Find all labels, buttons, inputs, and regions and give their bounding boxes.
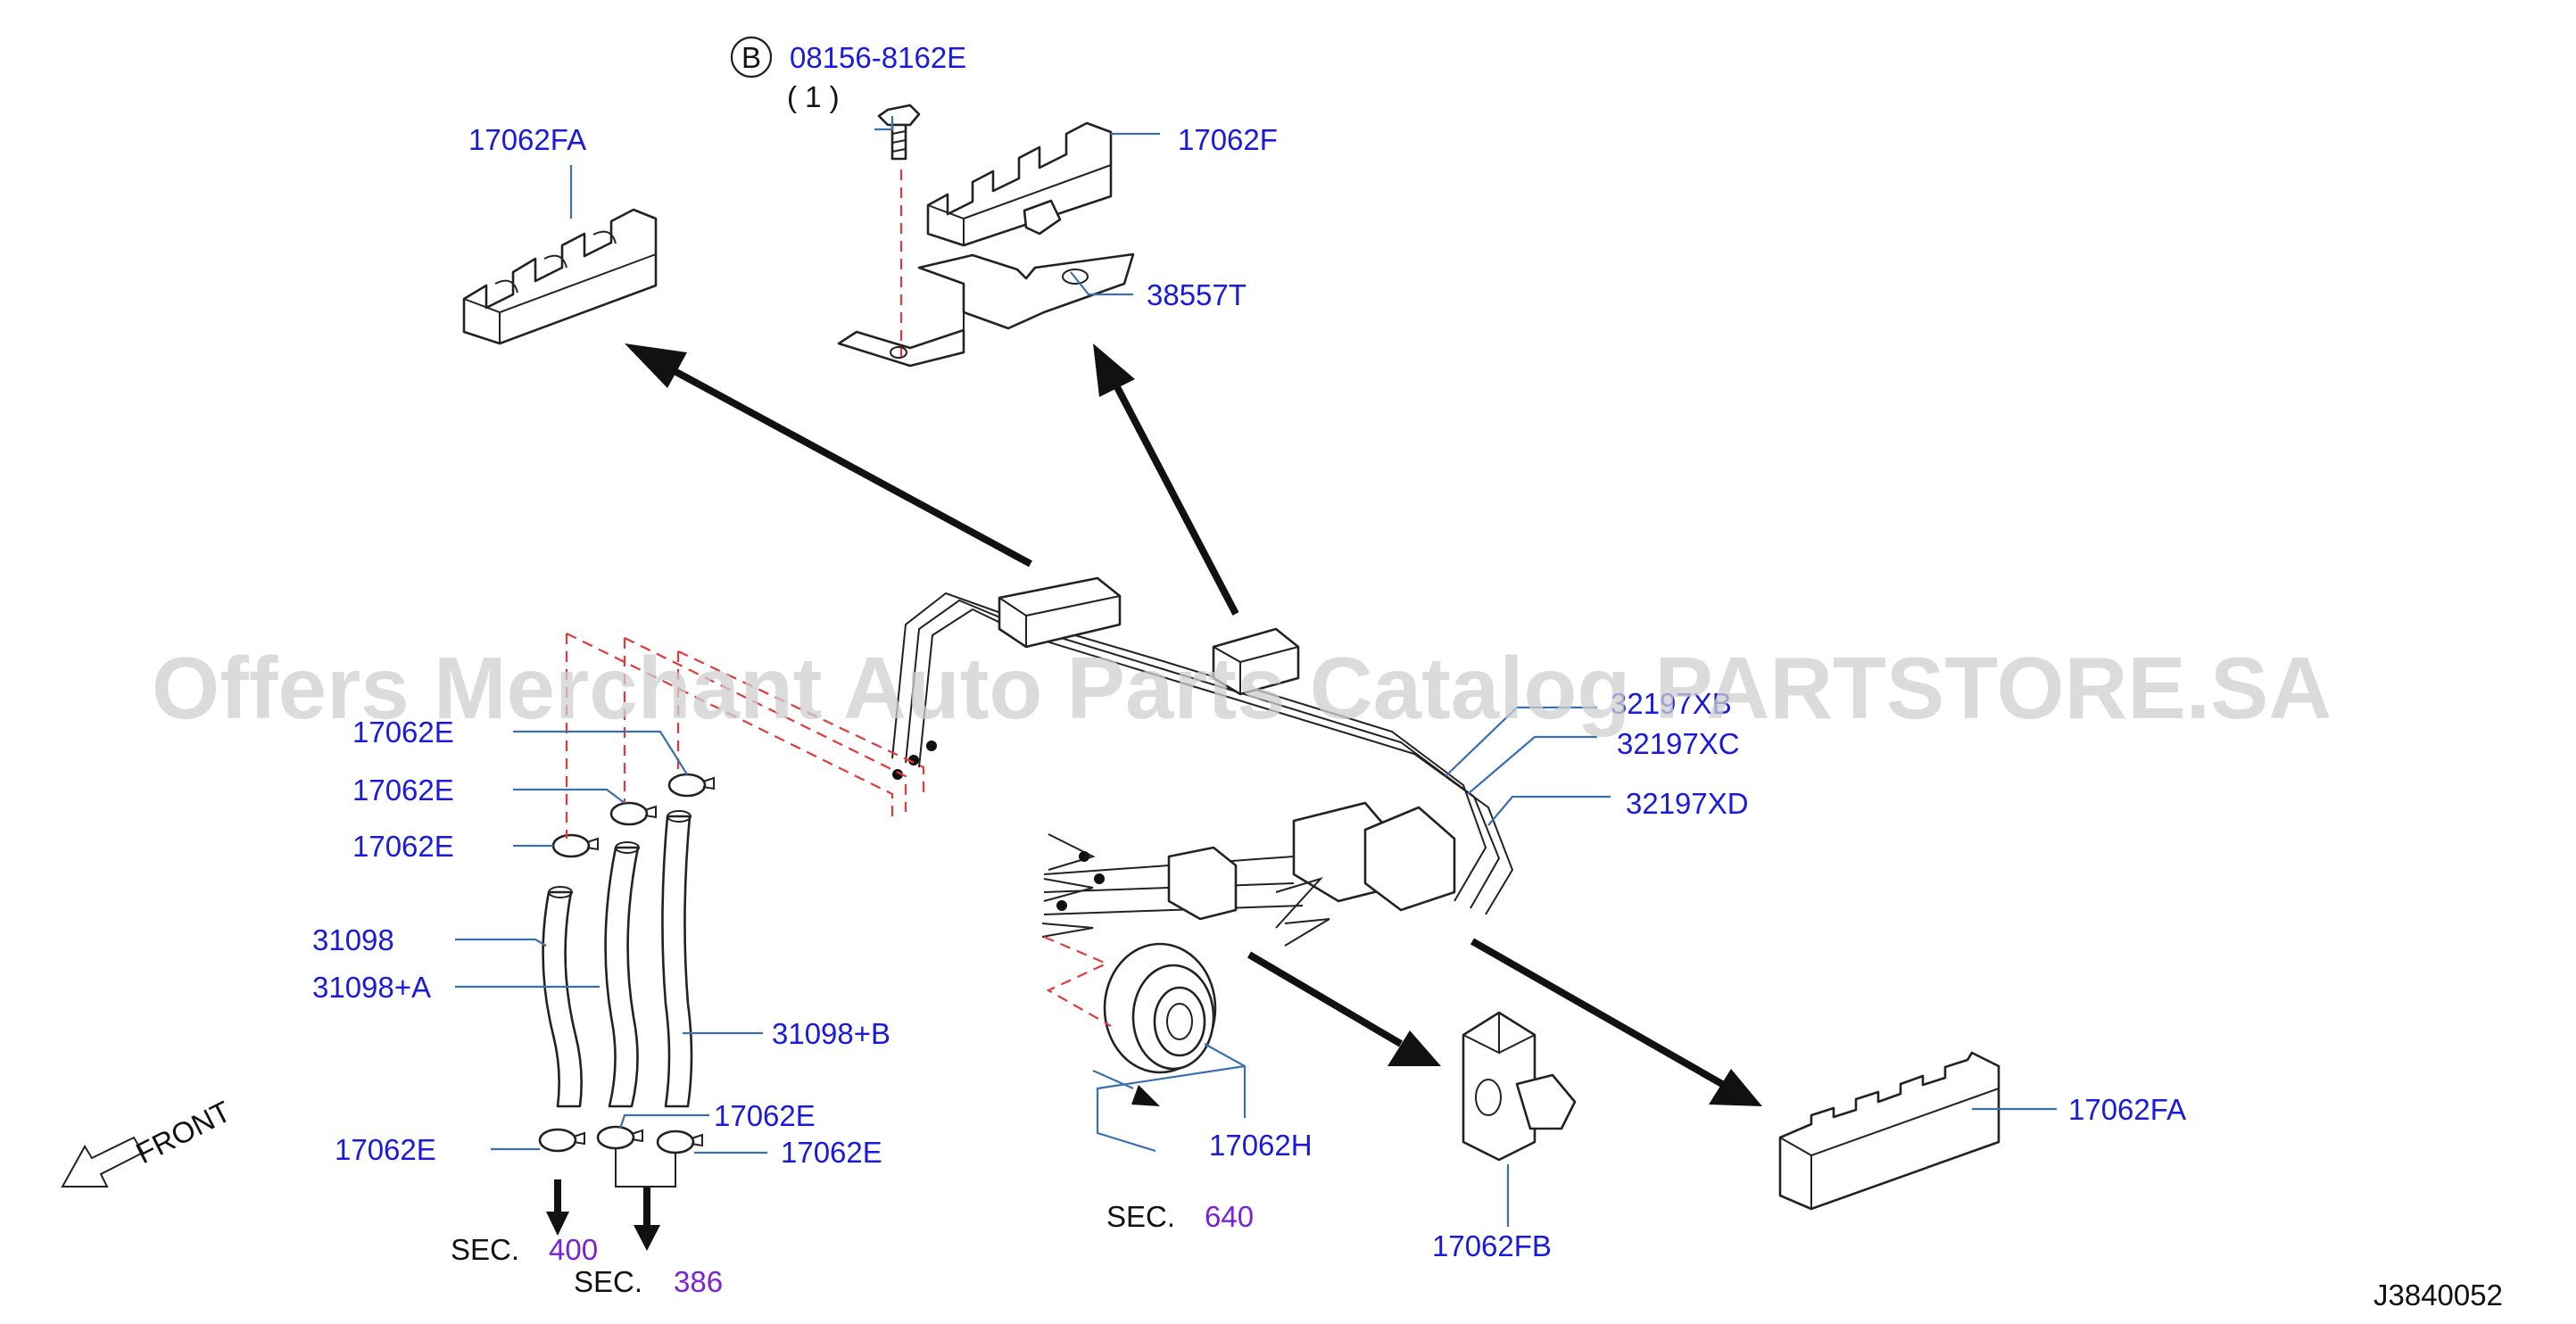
hose-31098-b[interactable] bbox=[661, 810, 693, 1108]
label-31098[interactable]: 31098 bbox=[312, 923, 394, 956]
label-31098-b[interactable]: 31098+B bbox=[772, 1017, 890, 1050]
label-17062e-1[interactable]: 17062E bbox=[352, 716, 454, 749]
label-17062fb[interactable]: 17062FB bbox=[1432, 1229, 1552, 1262]
clamp-17062e-1[interactable] bbox=[667, 773, 715, 798]
assembly-dashed-lines bbox=[565, 170, 1112, 1027]
label-17062fa-right[interactable]: 17062FA bbox=[2068, 1093, 2186, 1126]
clamp-17062e-2[interactable] bbox=[609, 801, 657, 826]
label-17062h[interactable]: 17062H bbox=[1209, 1129, 1313, 1162]
bolt-group-circle bbox=[730, 36, 773, 79]
label-38557t[interactable]: 38557T bbox=[1147, 278, 1247, 311]
label-17062f[interactable]: 17062F bbox=[1178, 123, 1278, 156]
hose-31098-a[interactable] bbox=[604, 841, 640, 1108]
grommet-17062h[interactable] bbox=[1103, 942, 1217, 1074]
label-17062fa-top[interactable]: 17062FA bbox=[468, 123, 586, 156]
direction-arrows bbox=[546, 343, 1762, 1251]
diagram-id: J3840052 bbox=[2373, 1278, 2503, 1312]
sec-400-word: SEC. bbox=[451, 1233, 519, 1266]
sec-386-link[interactable]: 386 bbox=[674, 1265, 723, 1298]
leader-lines bbox=[455, 116, 2057, 1227]
sec-386-word: SEC. bbox=[574, 1265, 642, 1298]
bracket-38557t[interactable] bbox=[837, 252, 1135, 368]
label-quantity: ( 1 ) bbox=[787, 80, 840, 113]
clamp-17062e-4[interactable] bbox=[538, 1128, 585, 1153]
clamp-17062e-5[interactable] bbox=[596, 1125, 643, 1150]
clip-17062fb[interactable] bbox=[1462, 1011, 1577, 1162]
fuel-tube-bundle[interactable] bbox=[891, 576, 1514, 947]
clamp-17062e-6[interactable] bbox=[656, 1130, 703, 1154]
label-17062e-5[interactable]: 17062E bbox=[714, 1099, 816, 1132]
clip-17062fa-top[interactable] bbox=[462, 208, 658, 345]
watermark-text: Offers Merchant Auto Parts Catalog PARTS… bbox=[152, 639, 2332, 737]
label-17062e-4[interactable]: 17062E bbox=[335, 1133, 436, 1166]
clamp-17062e-3[interactable] bbox=[551, 833, 599, 858]
label-08156-8162e[interactable]: 08156-8162E bbox=[790, 41, 966, 74]
label-32197xc[interactable]: 32197XC bbox=[1617, 727, 1740, 760]
label-17062e-3[interactable]: 17062E bbox=[352, 830, 454, 863]
label-17062e-2[interactable]: 17062E bbox=[352, 774, 454, 807]
label-32197xd[interactable]: 32197XD bbox=[1626, 787, 1749, 820]
label-31098-a[interactable]: 31098+A bbox=[312, 971, 431, 1004]
sec-640-link[interactable]: 640 bbox=[1205, 1200, 1254, 1233]
front-direction-arrow bbox=[61, 1136, 145, 1187]
bolt-group-letter: B bbox=[741, 41, 761, 74]
sec-640-word: SEC. bbox=[1106, 1200, 1175, 1233]
label-32197xb[interactable]: 32197XB bbox=[1611, 687, 1732, 720]
label-17062e-6[interactable]: 17062E bbox=[781, 1136, 882, 1169]
sec-400-link[interactable]: 400 bbox=[549, 1233, 598, 1266]
clip-17062fa-right[interactable] bbox=[1778, 1051, 2000, 1211]
front-label: FRONT bbox=[130, 1095, 236, 1171]
clip-17062f[interactable] bbox=[926, 121, 1113, 247]
hose-31098[interactable] bbox=[542, 886, 583, 1108]
bolt-08156-8162e[interactable] bbox=[877, 103, 921, 161]
